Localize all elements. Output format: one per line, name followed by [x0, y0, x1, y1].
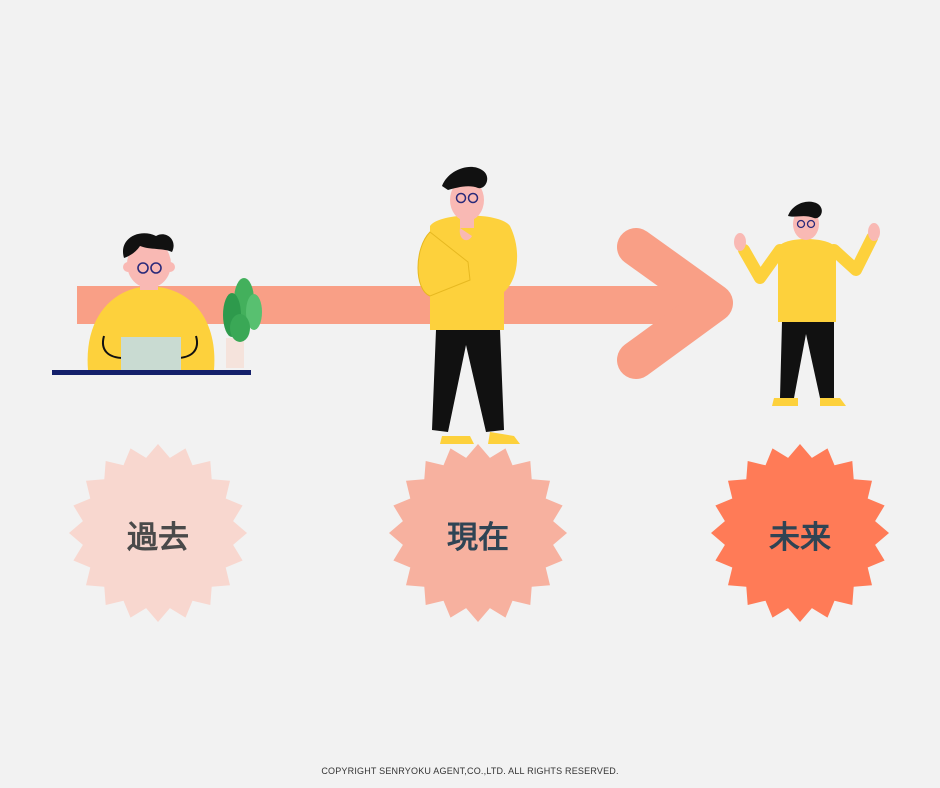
- person-cheering: [734, 201, 880, 406]
- starburst-future: [711, 444, 889, 622]
- person-working-at-laptop: [52, 233, 262, 375]
- stage-label-past: 過去: [127, 520, 189, 556]
- arrow-head: [617, 228, 733, 379]
- starburst-present: [389, 444, 567, 622]
- person-thinking: [417, 166, 520, 444]
- copyright-footer: COPYRIGHT SENRYOKU AGENT,CO.,LTD. ALL RI…: [321, 766, 619, 776]
- stage-label-present: 現在: [447, 520, 509, 556]
- starburst-past: [69, 444, 247, 622]
- stage-label-future: 未来: [769, 520, 831, 556]
- plant: [223, 278, 262, 368]
